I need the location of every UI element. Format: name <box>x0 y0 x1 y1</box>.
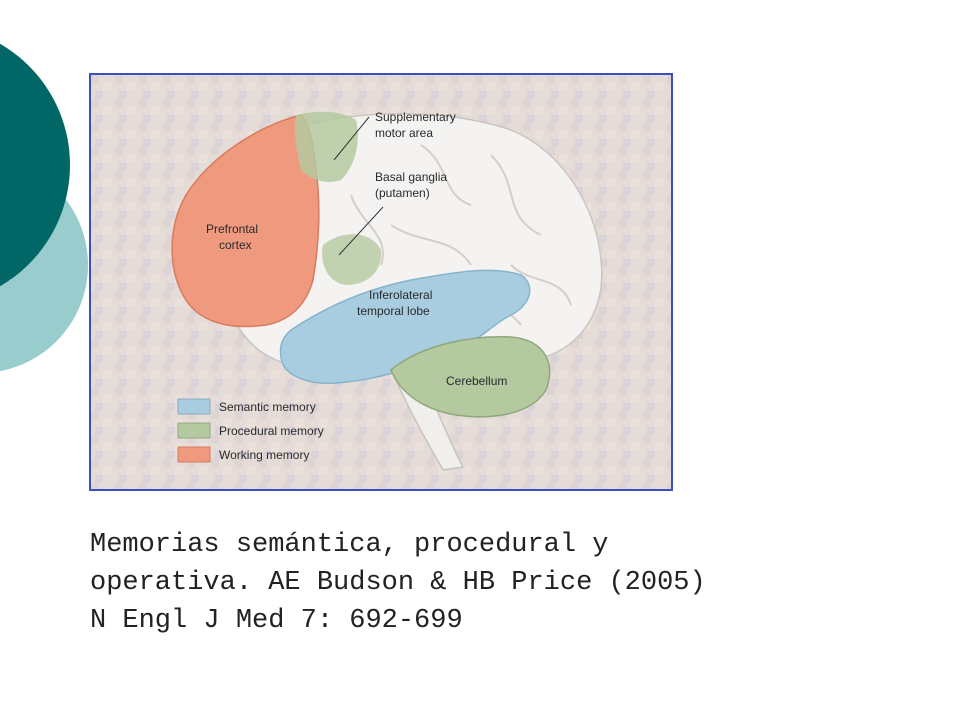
dark-teal-circle <box>0 43 70 287</box>
label-prefrontal-line1: Prefrontal <box>206 222 258 236</box>
label-prefrontal-cortex: Prefrontal cortex <box>206 222 261 252</box>
label-inferolateral-line2: temporal lobe <box>357 304 430 318</box>
caption-line-1: Memorias semántica, procedural y <box>90 530 609 560</box>
caption-line-3: N Engl J Med 7: 692-699 <box>90 606 463 636</box>
pointer-line-basal <box>338 206 384 256</box>
legend-label-semantic: Semantic memory <box>219 400 316 414</box>
label-basal-line2: (putamen) <box>375 186 430 200</box>
label-supplementary-line2: motor area <box>375 126 433 140</box>
figure-caption: Memorias semántica, procedural y operati… <box>90 526 706 640</box>
legend-swatch-procedural <box>177 422 211 439</box>
legend-label-working: Working memory <box>219 448 309 462</box>
supplementary-motor-region <box>294 111 358 182</box>
gyri-lines <box>350 144 572 326</box>
brain-illustration: Supplementary motor area Basal ganglia (… <box>91 75 671 489</box>
temporal-lobe-region <box>279 269 531 384</box>
legend-swatch-working <box>177 446 211 463</box>
decorative-circles <box>0 43 88 372</box>
label-inferolateral-line1: Inferolateral <box>369 288 432 302</box>
cerebellum-region <box>390 336 551 418</box>
label-prefrontal-line2: cortex <box>219 238 252 252</box>
brain-figure: Supplementary motor area Basal ganglia (… <box>89 73 673 491</box>
caption-line-2: operativa. AE Budson & HB Price (2005) <box>90 568 706 598</box>
label-supplementary-line1: Supplementary <box>375 110 456 124</box>
prefrontal-region <box>171 114 320 328</box>
label-inferolateral-temporal: Inferolateral temporal lobe <box>357 288 436 318</box>
legend: Semantic memory Procedural memory Workin… <box>177 398 324 463</box>
label-basal-ganglia: Basal ganglia (putamen) <box>375 170 450 200</box>
legend-swatch-semantic <box>177 398 211 415</box>
basal-ganglia-region <box>322 234 382 285</box>
legend-label-procedural: Procedural memory <box>219 424 324 438</box>
pointer-line-supplementary <box>333 116 370 161</box>
label-supplementary-motor: Supplementary motor area <box>375 110 459 140</box>
label-cerebellum: Cerebellum <box>446 374 507 388</box>
label-basal-line1: Basal ganglia <box>375 170 447 184</box>
